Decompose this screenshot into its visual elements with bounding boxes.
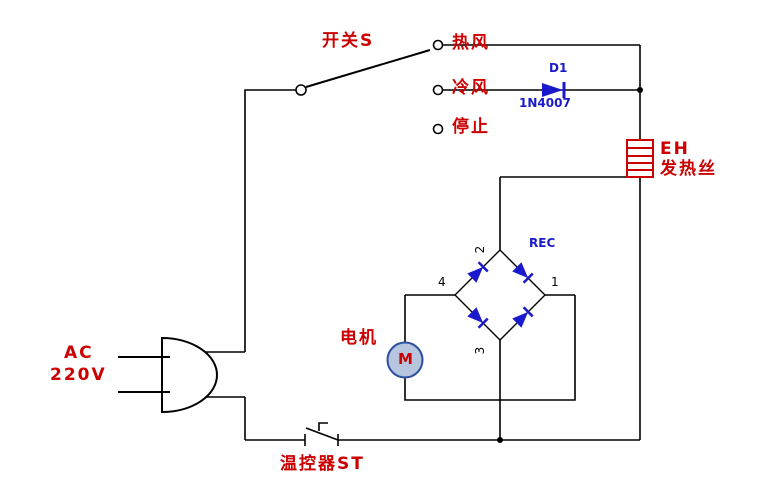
heater-body: [626, 139, 654, 178]
bridge-diode-icon: [512, 306, 534, 328]
diode-model-label: 1N4007: [519, 96, 571, 110]
bridge-diode-icon: [467, 261, 489, 283]
terminal-hot-contact: [432, 39, 444, 51]
motor-label: 电机: [340, 328, 378, 348]
switch-label: 开关S: [322, 31, 375, 51]
bridge-terminal-bottom-label: 3: [473, 346, 488, 355]
terminal-stop-label: 停止: [452, 117, 490, 137]
diode-d1-triangle: [542, 83, 563, 97]
bridge-rectifier: [454, 249, 546, 341]
thermostat-icon: [304, 422, 339, 446]
terminal-cold-contact: [432, 84, 444, 96]
heater-code-label: EH: [660, 139, 690, 159]
thermostat-hook: [318, 422, 328, 431]
bridge-diode-icon: [512, 262, 534, 284]
junction-dot-bottom: [497, 437, 503, 443]
motor-circle: [386, 341, 424, 379]
terminal-stop-contact: [432, 123, 444, 135]
bridge-terminal-top-label: 2: [473, 245, 488, 254]
bridge-diamond: [454, 249, 546, 341]
junction-dot-cold: [637, 87, 643, 93]
rectifier-label: REC: [529, 236, 556, 250]
switch-blade: [305, 49, 431, 88]
bridge-diode-icon: [467, 307, 489, 329]
selector-switch: [295, 39, 444, 135]
bridge-terminal-right-label: 1: [551, 275, 559, 289]
plug-body: [161, 336, 218, 414]
wire-motor-bottom: [404, 295, 576, 401]
wires: [205, 44, 641, 441]
motor-symbol-label: M: [398, 350, 413, 368]
bridge-terminal-left-label: 4: [438, 275, 446, 289]
supply-ac-label: AC: [64, 343, 94, 363]
plug-icon: [118, 336, 218, 414]
diode-name-label: D1: [549, 61, 568, 75]
thermostat-blade: [305, 427, 339, 441]
thermostat-label: 温控器ST: [280, 454, 365, 474]
diode-d1-icon: [542, 82, 566, 98]
terminal-cold-label: 冷风: [452, 78, 490, 98]
supply-voltage-label: 220V: [50, 365, 107, 385]
heater-name-label: 发热丝: [660, 159, 717, 179]
wire-left-top: [244, 89, 296, 352]
heater-eh-icon: [626, 139, 654, 178]
terminal-hot-label: 热风: [452, 33, 490, 53]
switch-pivot: [295, 84, 307, 96]
